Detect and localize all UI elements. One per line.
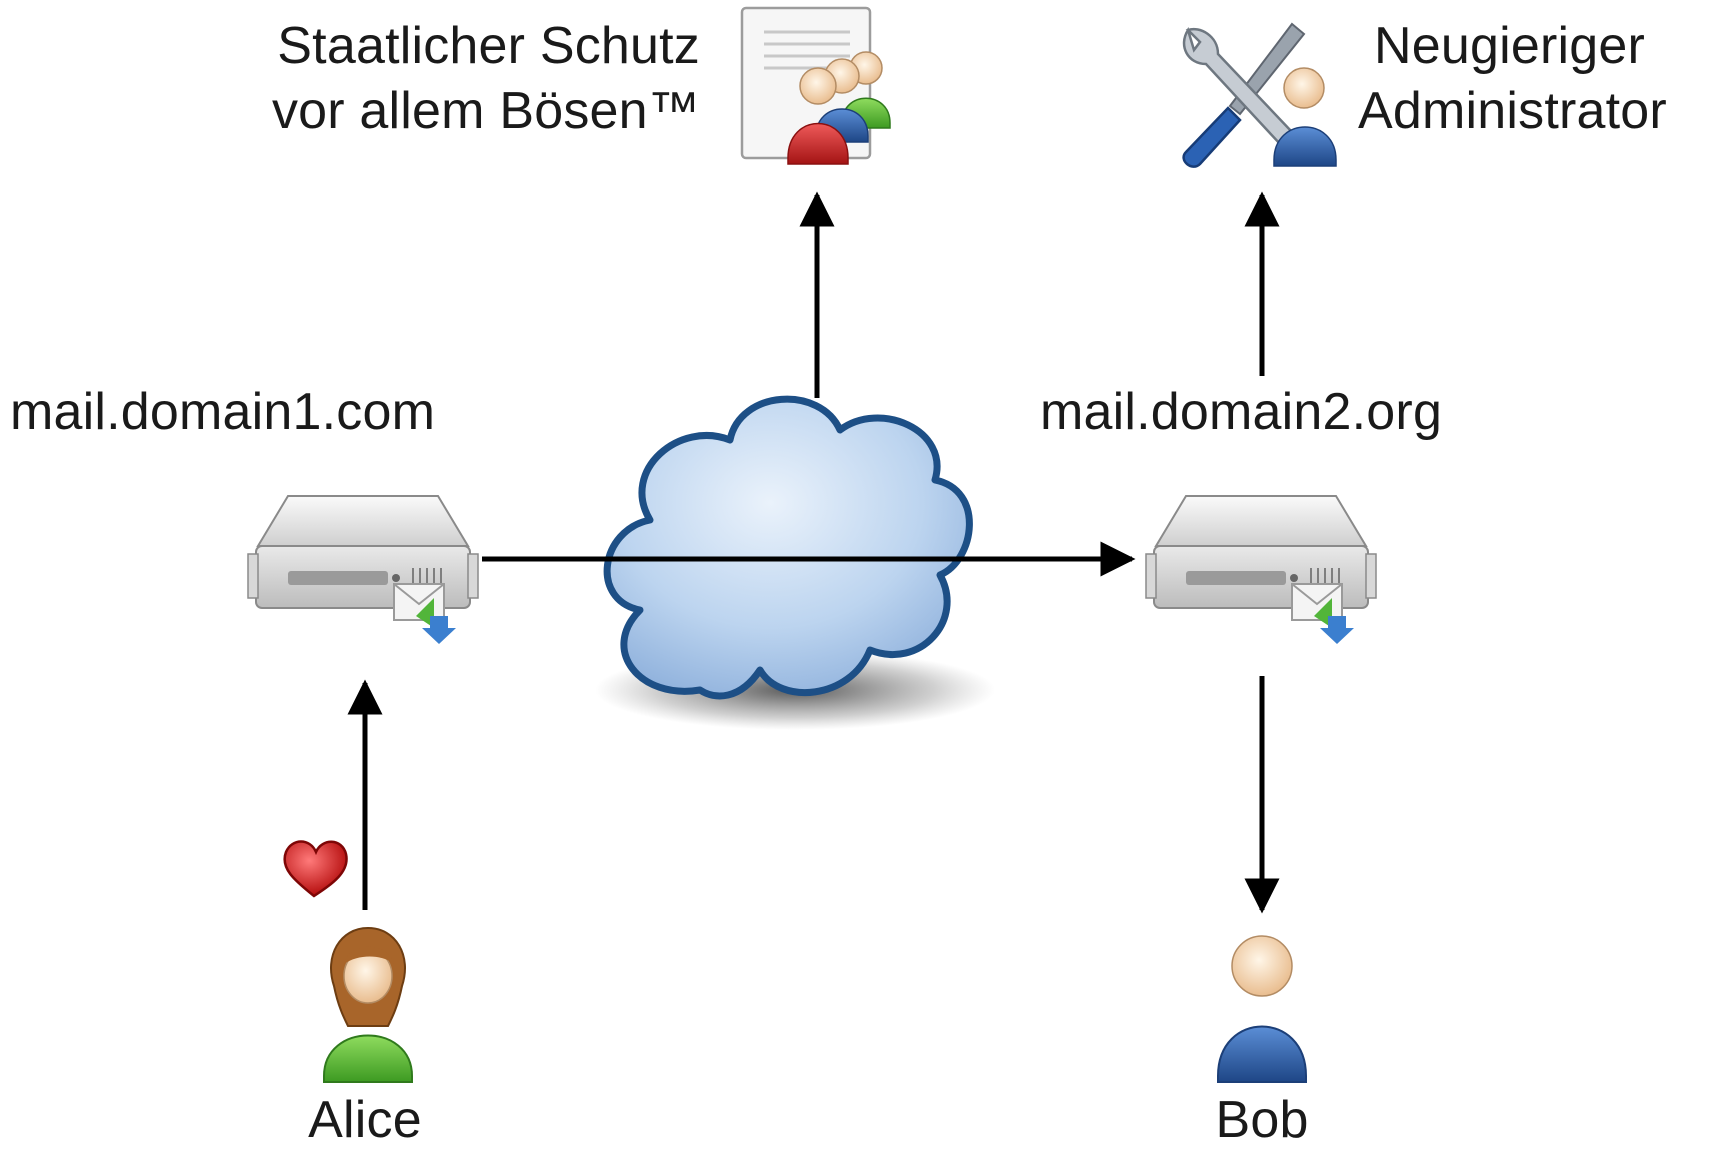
user-female-icon — [323, 926, 413, 1083]
arrows — [347, 191, 1280, 914]
label-server1: mail.domain1.com — [10, 383, 436, 441]
heart-icon — [283, 840, 348, 898]
label-admin-line2: Administrator — [1358, 82, 1667, 140]
label-gov-line2: vor allem Bösen™ — [271, 82, 700, 140]
envelope-icon — [1291, 583, 1354, 644]
cloud-icon — [603, 395, 973, 700]
document-group-icon — [740, 6, 891, 165]
label-gov: Staatlicher Schutz vor allem Bösen™ — [120, 14, 700, 144]
mail-server-icon — [247, 495, 479, 644]
tools-admin-icon — [1182, 22, 1337, 168]
label-admin-line1: Neugieriger — [1374, 17, 1646, 75]
label-gov-line1: Staatlicher Schutz — [277, 17, 700, 75]
mail-server-icon — [1145, 495, 1377, 644]
label-server2: mail.domain2.org — [1040, 383, 1443, 441]
envelope-icon — [393, 583, 456, 644]
user-male-icon — [1217, 935, 1307, 1083]
label-alice: Alice — [308, 1091, 422, 1149]
label-bob: Bob — [1215, 1091, 1309, 1149]
label-admin: Neugieriger Administrator — [1358, 14, 1718, 144]
